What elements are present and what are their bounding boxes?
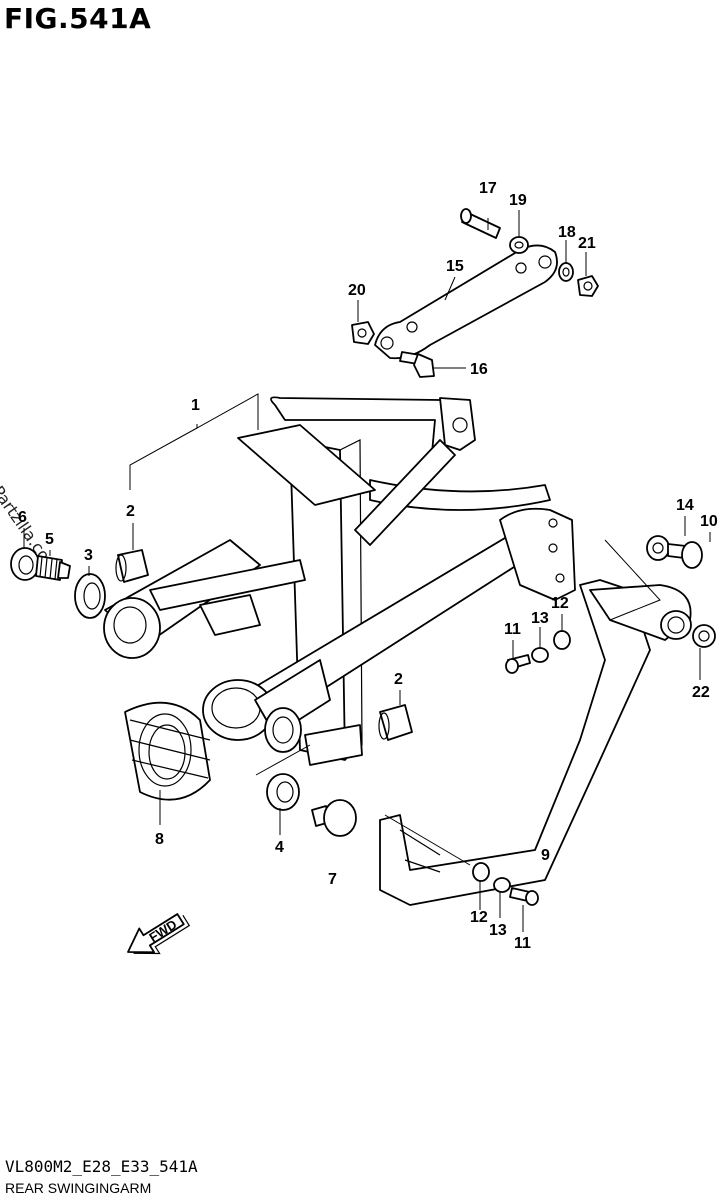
- part-9-bracket: [379, 579, 692, 906]
- part-13-bushing-upper: [531, 647, 549, 663]
- swingarm-assembly: [103, 396, 576, 766]
- part-12-collar-upper: [553, 630, 571, 650]
- callout-10: 10: [700, 513, 718, 530]
- callout-5: 5: [45, 531, 54, 548]
- part-2-bushing-upper: [115, 549, 149, 583]
- callout-2-upper: 2: [126, 503, 135, 520]
- callout-16: 16: [470, 361, 488, 378]
- part-13-bushing-lower: [493, 877, 511, 893]
- callout-6: 6: [18, 509, 27, 526]
- part-16-bolt: [399, 351, 435, 378]
- part-3-bearing: [74, 573, 106, 619]
- callout-7: 7: [328, 871, 337, 888]
- part-21-nut: [577, 275, 599, 297]
- figure-title: FIG.541A: [4, 2, 152, 35]
- callout-3: 3: [84, 547, 93, 564]
- callout-17: 17: [479, 180, 497, 197]
- part-11-bolt-lower: [509, 887, 539, 906]
- part-11-bolt-upper: [505, 654, 531, 674]
- part-19-washer: [509, 236, 529, 254]
- part-10-bolt: [667, 541, 703, 569]
- callout-1: 1: [191, 397, 200, 414]
- callout-22: 22: [692, 684, 710, 701]
- figure-code: VL800M2_E28_E33_541A: [5, 1157, 198, 1176]
- callout-18: 18: [558, 224, 576, 241]
- leader-lines: [23, 210, 711, 932]
- part-2-bushing-lower: [378, 704, 413, 741]
- callout-9: 9: [541, 847, 550, 864]
- callout-2-lower: 2: [394, 671, 403, 688]
- part-15-link: [374, 244, 558, 360]
- part-8-boot: [124, 701, 211, 801]
- part-17-bolt: [460, 208, 501, 239]
- callout-13-lower: 13: [489, 922, 507, 939]
- callout-15: 15: [446, 258, 464, 275]
- part-20-nut: [351, 321, 375, 345]
- part-14-collar: [646, 535, 670, 561]
- callout-19: 19: [509, 192, 527, 209]
- callout-8: 8: [155, 831, 164, 848]
- callout-13-upper: 13: [531, 610, 549, 627]
- part-22-nut: [692, 624, 716, 648]
- fwd-arrow: FWD: [127, 913, 191, 955]
- part-4-nut: [266, 773, 300, 811]
- callout-11-lower: 11: [514, 935, 531, 952]
- callout-14: 14: [676, 497, 694, 514]
- callout-11-upper: 11: [504, 621, 521, 638]
- part-18-washer: [558, 262, 574, 282]
- callout-21: 21: [578, 235, 596, 252]
- callout-20: 20: [348, 282, 366, 299]
- callout-12-upper: 12: [551, 595, 569, 612]
- callout-12-lower: 12: [470, 909, 488, 926]
- part-7-plug: [311, 799, 357, 837]
- part-12-collar-lower: [472, 862, 490, 882]
- part-5-pivot-bolt: [35, 555, 71, 581]
- part-6-seal: [10, 547, 40, 581]
- callout-labels: 1 2 2 3 4 5 6 7 8 9 10 11 11 12 12 13 13…: [18, 180, 718, 952]
- callout-4: 4: [275, 839, 284, 856]
- figure-name: REAR SWINGINGARM: [5, 1180, 152, 1196]
